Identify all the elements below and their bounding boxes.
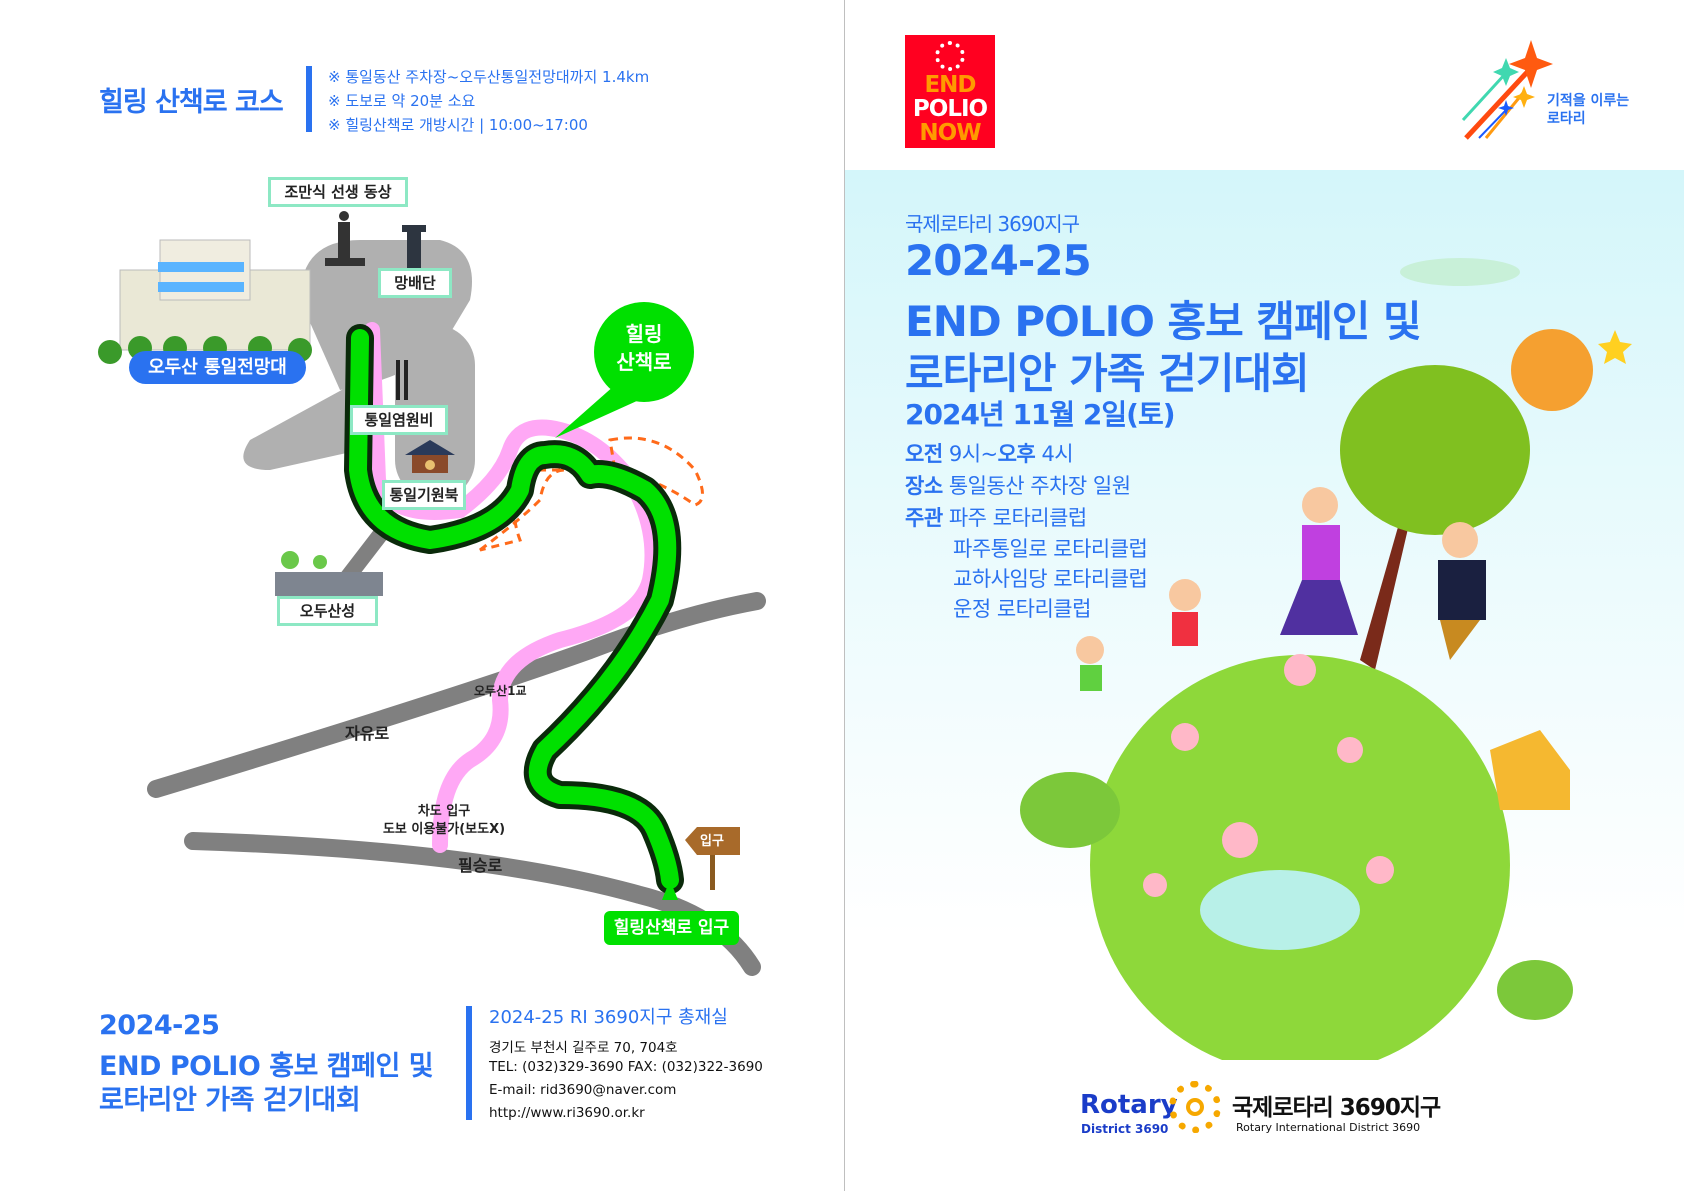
host-club: 운정 로타리클럽 [953,597,1091,621]
event-title-line1: END POLIO 홍보 캠페인 및 [99,1051,434,1082]
event-title-1: END POLIO 홍보 캠페인 및 [905,297,1422,346]
car-road-path [364,322,661,853]
rotary-wordmark: Rotary [1080,1090,1178,1120]
district-name: 국제로타리 3690지구 [905,212,1080,236]
office-address: 경기도 부천시 길주로 70, 704호 [489,1040,678,1056]
globe [1090,655,1510,1060]
tree-crown-icon [1340,365,1530,535]
bubble-line-1: 힐링 [625,322,663,346]
page-fold-divider [844,0,845,1191]
house-icon [1490,730,1570,810]
slogan: 기적을 이루는 로타리 [1547,92,1629,128]
label-bridge: 오두산1교 [474,684,527,698]
label-observatory: 오두산 통일전망대 [129,351,306,384]
statue-icon [325,211,365,266]
office-phone: TEL: (032)329-3690 FAX: (032)322-3690 [489,1059,763,1075]
boy-figure-icon [1076,636,1104,691]
host-club: 파주 로타리클럽 [948,506,1087,530]
label-pilseungro: 필승로 [458,856,503,875]
host-label: 주관 [905,506,943,530]
label-statue: 조만식 선생 동상 [268,177,408,207]
logo-end: END [924,72,976,98]
altar-tower-icon [402,225,426,270]
rotary-gear-icon [1169,1081,1221,1133]
sun-icon [1511,329,1593,411]
rotary-district-en: District 3690 [1081,1122,1169,1136]
flower-icon [1143,654,1394,897]
event-year: 2024-25 [905,236,1092,285]
label-fortress: 오두산성 [277,596,378,626]
father-figure-icon [1438,522,1486,660]
event-time: 오전 9시~오후 4시 [905,438,1074,468]
contact-divider-bar [466,1006,472,1120]
office-website[interactable]: http://www.ri3690.or.kr [489,1105,645,1121]
star-icon [1598,330,1632,364]
label-drum: 통일기원북 [382,480,466,510]
event-title-year: 2024-25 [99,1010,220,1041]
tree-trunk [1360,520,1410,670]
logo-now: NOW [919,120,981,146]
label-altar: 망배단 [378,268,452,298]
event-title-line2: 로타리안 가족 걷기대회 [99,1085,361,1116]
title-divider-bar [306,66,312,132]
time-end: 4시 [1041,442,1074,466]
cloud-icon [1400,258,1520,286]
observatory-building-icon [98,239,312,364]
note-distance: ※ 통일동산 주차장~오두산통일전망대까지 1.4km [328,68,650,86]
bush-icon [1020,772,1120,848]
host-club: 교하사임당 로타리클럽 [953,567,1148,591]
end-polio-now-logo: END POLIO NOW [905,35,995,148]
shooting-stars-icon [1461,40,1553,140]
mother-figure-icon [1280,487,1358,635]
road-jayuro [147,592,766,798]
slogan-line-2: 로타리 [1547,111,1586,127]
rotary-wheel-icon [935,41,965,71]
note-duration: ※ 도보로 약 20분 소요 [328,92,476,110]
girl-figure-icon [1169,579,1201,646]
note-hours: ※ 힐링산책로 개방시간 | 10:00~17:00 [328,116,588,134]
label-sign: 입구 [700,834,724,849]
course-title: 힐링 산책로 코스 [99,87,284,118]
event-title-2: 로타리안 가족 걷기대회 [905,349,1310,398]
event-place: 장소 통일동산 주차장 일원 [905,470,1131,500]
healing-trail-bubble [594,302,694,402]
slogan-line-1: 기적을 이루는 [1547,93,1630,109]
event-date: 2024년 11월 2일(토) [905,398,1176,431]
district-name-ko: 국제로타리 3690지구 [1232,1095,1441,1121]
access-road-area [243,380,360,470]
bush-icon [1497,960,1573,1020]
time-label-2: 오후 [997,442,1036,466]
family-walking-illustration [1020,258,1632,1060]
pavilion-icon [405,440,455,473]
host-club: 파주통일로 로타리클럽 [953,537,1148,561]
label-trail-entrance: 힐링산책로 입구 [604,911,739,945]
place-label: 장소 [905,474,943,498]
monument-icon [396,360,408,400]
label-no-walk: 도보 이용불가(보도X) [382,822,506,837]
label-car-entrance: 차도 입구 [417,804,471,819]
office-heading: 2024-25 RI 3690지구 총재실 [489,1007,728,1028]
office-email[interactable]: E-mail: rid3690@naver.com [489,1082,677,1098]
entrance-pointer [662,880,678,900]
label-monument: 통일염원비 [350,405,448,435]
bubble-line-2: 산책로 [616,350,672,374]
label-jayuro: 자유로 [345,724,390,743]
logo-polio: POLIO [912,96,988,122]
time-label: 오전 [905,442,943,466]
entrance-signpost-icon [685,827,740,890]
event-host: 주관 파주 로타리클럽 [905,502,1087,532]
place-value: 통일동산 주차장 일원 [948,474,1131,498]
bubble-text: 힐링 산책로 [594,320,694,376]
fortress-icon [275,551,383,596]
district-name-en: Rotary International District 3690 [1236,1121,1421,1134]
pond [1200,870,1360,950]
time-start: 9시~ [948,442,998,466]
